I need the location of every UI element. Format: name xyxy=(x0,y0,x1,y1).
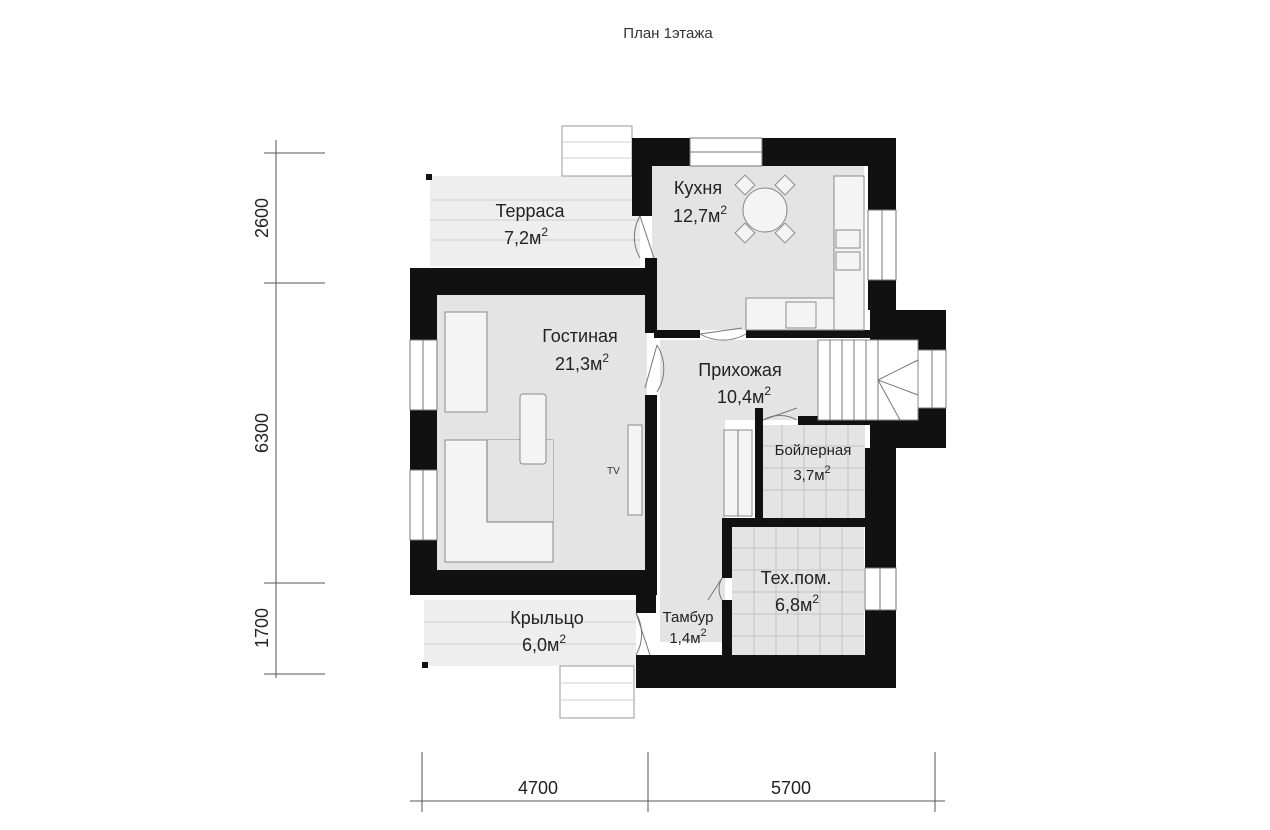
room-area: 10,4м2 xyxy=(717,384,771,407)
room-name: Гостиная xyxy=(542,326,618,346)
hall-wardrobe xyxy=(723,429,753,517)
dimension-vertical-2: 6300 xyxy=(252,413,272,453)
room-terrace: Терраса 7,2м2 xyxy=(495,201,565,248)
horizontal-dimensions: 4700 5700 xyxy=(410,752,945,812)
room-area: 12,7м2 xyxy=(673,203,727,226)
room-area: 6,8м2 xyxy=(775,592,819,615)
tv-label: TV xyxy=(607,466,620,477)
room-area: 3,7м2 xyxy=(793,464,830,484)
doors xyxy=(633,215,798,656)
room-porch: Крыльцо 6,0м2 xyxy=(510,608,583,655)
room-area: 7,2м2 xyxy=(504,225,548,248)
room-boiler: Бойлерная 3,7м2 xyxy=(775,442,852,484)
boiler-room-tiles xyxy=(760,425,865,520)
kitchen-furniture xyxy=(734,174,865,331)
room-name: Кухня xyxy=(674,178,722,198)
dimension-vertical-1: 2600 xyxy=(252,198,272,238)
room-name: Бойлерная xyxy=(775,442,852,459)
room-vestibule: Тамбур 1,4м2 xyxy=(663,609,714,647)
tech-room-tiles xyxy=(732,527,864,655)
terrace-steps xyxy=(561,125,633,177)
dimension-vertical-3: 1700 xyxy=(252,608,272,648)
plan-title: План 1этажа xyxy=(623,25,713,42)
dimension-horizontal-2: 5700 xyxy=(771,778,811,798)
windows xyxy=(409,137,947,611)
room-name: Прихожая xyxy=(698,360,781,380)
room-tech: Тех.пом. 6,8м2 xyxy=(761,568,832,615)
walls xyxy=(410,138,946,688)
room-name: Терраса xyxy=(495,201,565,221)
porch-steps xyxy=(559,665,635,719)
porch-deck xyxy=(422,600,636,668)
living-furniture: TV xyxy=(444,311,643,563)
room-name: Крыльцо xyxy=(510,608,583,628)
room-kitchen: Кухня 12,7м2 xyxy=(673,178,727,226)
room-area: 6,0м2 xyxy=(522,632,566,655)
room-name: Тамбур xyxy=(663,609,714,626)
staircase xyxy=(817,339,919,421)
dimension-horizontal-1: 4700 xyxy=(518,778,558,798)
room-hall: Прихожая 10,4м2 xyxy=(698,360,781,407)
vertical-dimensions: 2600 6300 1700 xyxy=(252,140,325,678)
terrace-deck xyxy=(426,174,640,266)
room-area: 21,3м2 xyxy=(555,351,609,374)
room-living: Гостиная 21,3м2 xyxy=(542,326,618,374)
room-name: Тех.пом. xyxy=(761,568,832,588)
room-area: 1,4м2 xyxy=(669,627,706,647)
